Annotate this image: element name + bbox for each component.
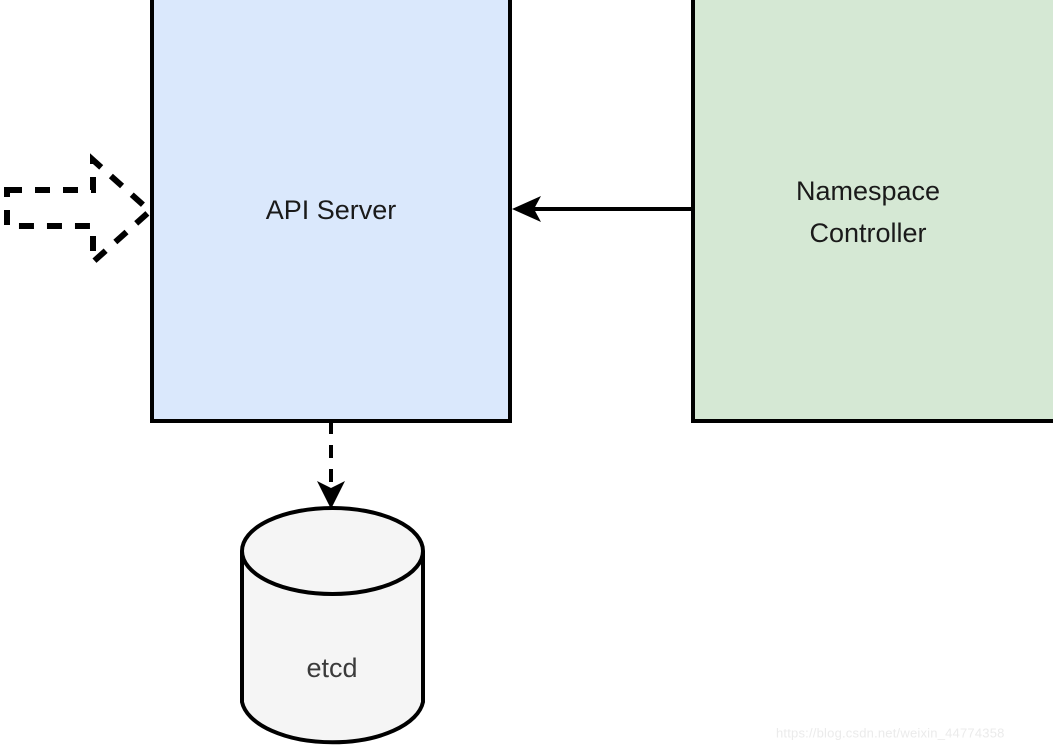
controller-to-api-arrowhead: [512, 196, 541, 222]
watermark: https://blog.csdn.net/weixin_44774358: [776, 725, 1005, 740]
edge-api-server-to-etcd[interactable]: [317, 421, 345, 509]
namespace-controller-label-line2: Controller: [809, 218, 926, 248]
node-api-server[interactable]: API Server: [150, 0, 512, 423]
external-request-block-arrow: [4, 153, 155, 269]
edge-external-request-to-api-server[interactable]: [4, 153, 155, 269]
etcd-cylinder-top: [240, 506, 425, 596]
node-etcd[interactable]: etcd: [240, 506, 425, 745]
etcd-label: etcd: [306, 653, 357, 683]
api-to-etcd-arrowhead: [317, 481, 345, 509]
namespace-controller-label-line1: Namespace: [796, 176, 940, 206]
namespace-controller-box[interactable]: [691, 0, 1053, 423]
node-namespace-controller[interactable]: Namespace Controller: [691, 0, 1053, 423]
api-server-box[interactable]: [150, 0, 512, 423]
api-server-label: API Server: [266, 195, 397, 225]
edge-controller-to-api-server[interactable]: [512, 196, 691, 222]
